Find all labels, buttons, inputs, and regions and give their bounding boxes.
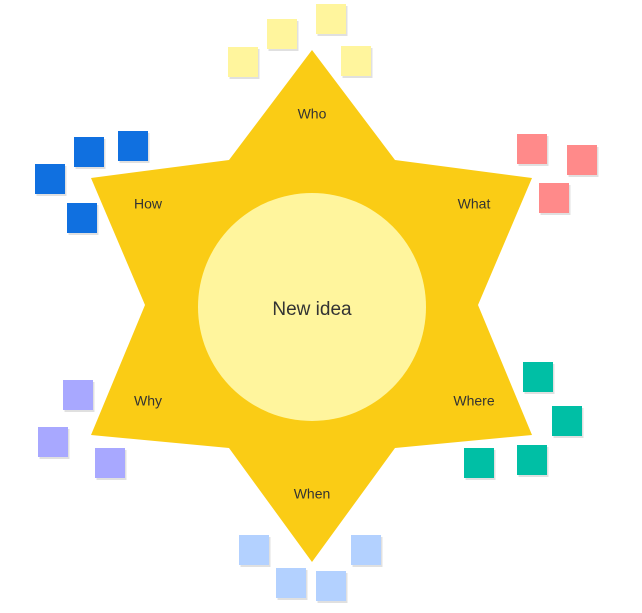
sticky-note-who[interactable] [341,46,371,76]
sticky-note-who[interactable] [316,4,346,34]
sticky-note-how[interactable] [67,203,97,233]
sticky-note-why[interactable] [95,448,125,478]
point-label-when: When [294,486,331,502]
sticky-note-why[interactable] [63,380,93,410]
sticky-note-when[interactable] [239,535,269,565]
sticky-note-why[interactable] [38,427,68,457]
sticky-note-how[interactable] [74,137,104,167]
sticky-notes-layer [35,4,599,603]
sticky-note-what[interactable] [517,134,547,164]
center-idea-circle[interactable] [198,193,426,421]
sticky-note-how[interactable] [35,164,65,194]
sticky-note-when[interactable] [276,568,306,598]
sticky-note-where[interactable] [552,406,582,436]
sticky-note-who[interactable] [228,47,258,77]
point-label-where: Where [453,393,494,409]
sticky-note-when[interactable] [351,535,381,565]
sticky-note-where[interactable] [464,448,494,478]
sticky-note-who[interactable] [267,19,297,49]
sticky-note-where[interactable] [517,445,547,475]
sticky-note-what[interactable] [539,183,569,213]
sticky-note-how[interactable] [118,131,148,161]
point-label-what: What [458,196,491,212]
center-idea-label: New idea [272,299,352,320]
sticky-note-where[interactable] [523,362,553,392]
point-label-why: Why [134,393,162,409]
point-label-who: Who [298,106,327,122]
sticky-note-what[interactable] [567,145,597,175]
point-label-how: How [134,196,163,212]
sticky-note-when[interactable] [316,571,346,601]
